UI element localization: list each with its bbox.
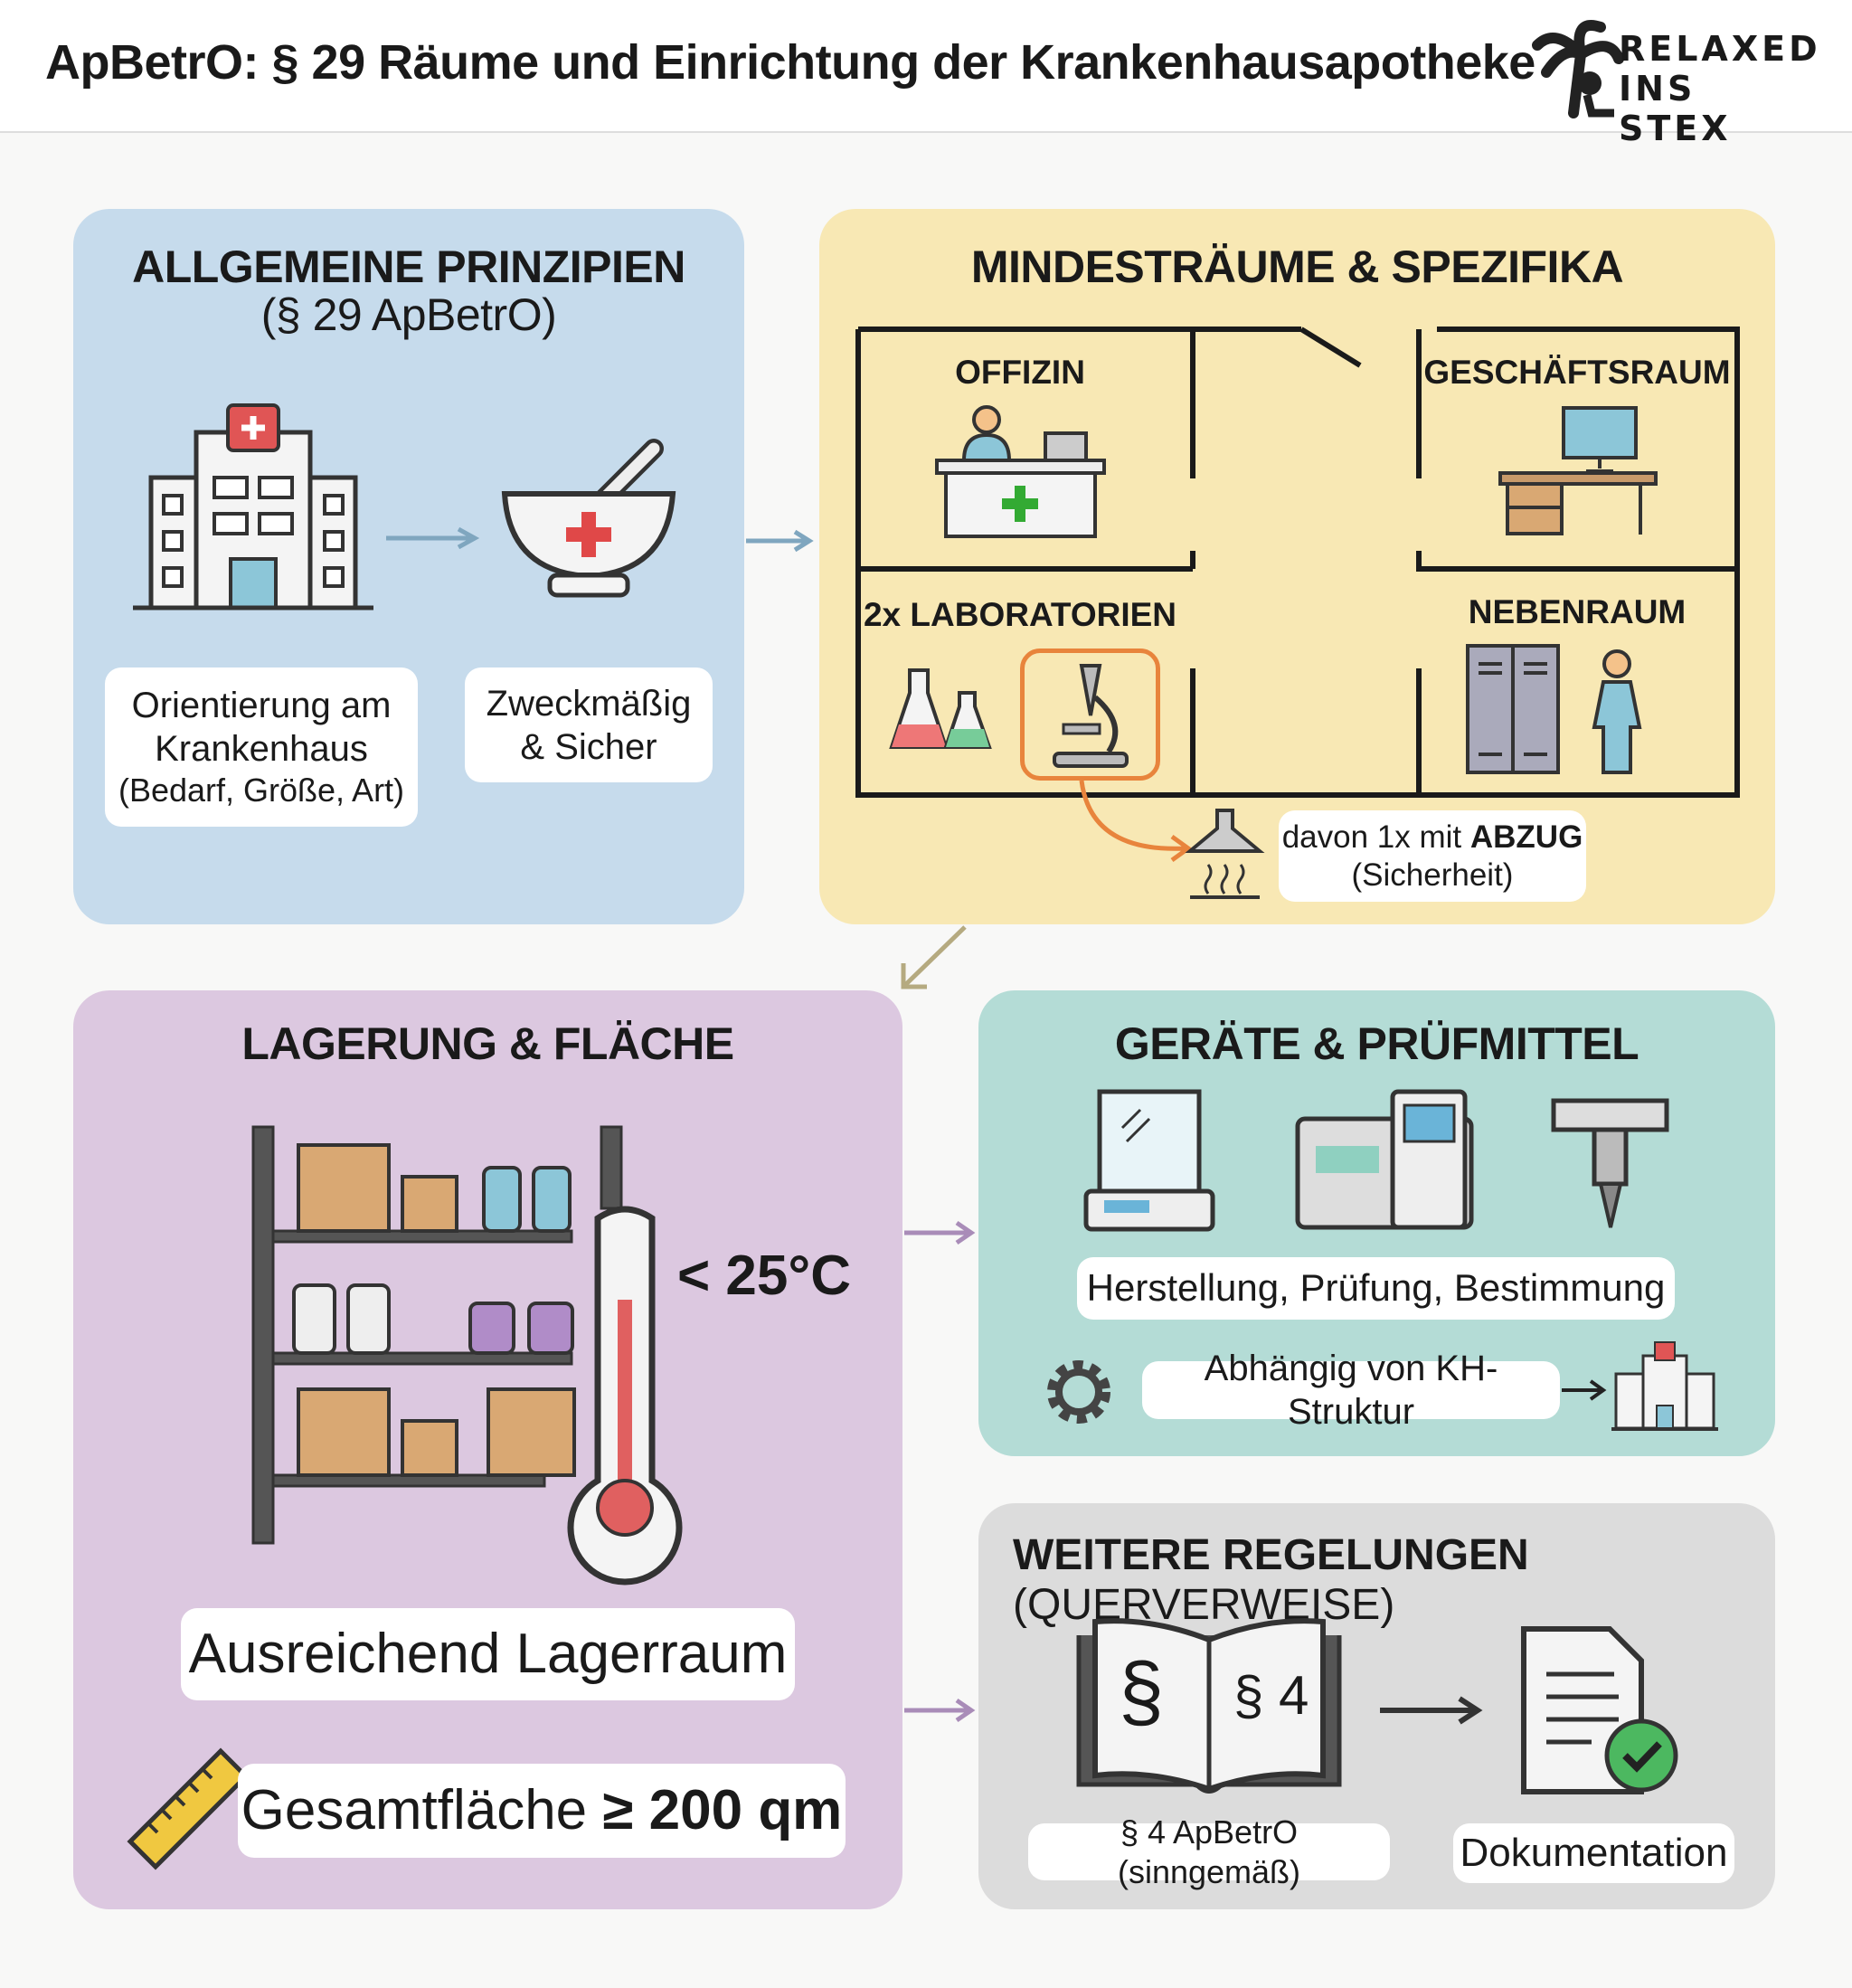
note-bold: ABZUG	[1469, 819, 1583, 855]
room-label-offizin: OFFIZIN	[955, 354, 1085, 391]
ruler-icon	[127, 1747, 250, 1870]
analytical-balance-icon	[1083, 1089, 1215, 1232]
label-storage-space: Ausreichend Lagerraum	[181, 1608, 795, 1700]
label-dependent-structure: Abhängig von KH-Struktur	[1142, 1349, 1560, 1432]
title-bold: WEITERE REGELUNGEN	[1013, 1531, 1529, 1579]
arrow-right-icon	[904, 1698, 976, 1723]
header: ApBetrO: § 29 Räume und Einrichtung der …	[0, 0, 1852, 148]
room-label-laboratorien: 2x LABORATORIEN	[863, 596, 1177, 633]
panel-minimum-rooms: MINDESTRÄUME & SPEZIFIKA OFFIZIN GESCHÄF…	[819, 209, 1775, 924]
locker-staff-icon	[1466, 644, 1642, 774]
label-line: Orientierung am	[131, 686, 392, 726]
arrow-diagonal-icon	[901, 925, 967, 989]
lab-flasks-icon	[889, 668, 992, 749]
office-desk-icon	[1498, 406, 1658, 535]
panel-title: WEITERE REGELUNGEN (QUERVERWEISE)	[1013, 1530, 1775, 1630]
panel-subtitle: (§ 29 ApBetrO)	[260, 289, 557, 340]
book-left-text: §	[1119, 1647, 1165, 1737]
document-check-icon	[1521, 1626, 1678, 1794]
label-line: (Bedarf, Größe, Art)	[118, 772, 405, 809]
curved-arrow-icon	[1079, 780, 1193, 863]
drill-tool-icon	[1551, 1098, 1669, 1228]
label-line: Zweckmäßig	[486, 683, 692, 724]
label-documentation: Dokumentation	[1453, 1823, 1734, 1883]
label-total-area: Gesamtfläche ≥ 200 qm	[238, 1764, 846, 1858]
logo-text-1: RELAXED	[1619, 29, 1821, 69]
panel-title: ALLGEMEINE PRINZIPIEN	[132, 241, 685, 292]
panel-general-principles: ALLGEMEINE PRINZIPIEN (§ 29 ApBetrO) Ori…	[73, 209, 744, 924]
label-purposeful-safe: Zweckmäßig& Sicher	[465, 667, 713, 782]
fume-hood-icon	[1185, 809, 1265, 899]
arrow-right-icon	[386, 526, 480, 550]
temperature-limit: < 25°C	[677, 1245, 851, 1307]
hospital-building-icon	[1611, 1341, 1718, 1431]
room-label-geschaeftsraum: GESCHÄFTSRAUM	[1423, 354, 1731, 391]
label-manufacturing-testing: Herstellung, Prüfung, Bestimmung	[1077, 1257, 1675, 1320]
panel-title: LAGERUNG & FLÄCHE	[241, 1018, 734, 1069]
label-line: Krankenhaus	[155, 729, 368, 770]
pharmacy-counter-icon	[935, 405, 1106, 538]
gear-icon	[1047, 1360, 1110, 1424]
panel-further-regulations: WEITERE REGELUNGEN (QUERVERWEISE) § § 4 …	[978, 1503, 1775, 1909]
area-prefix: Gesamtfläche	[241, 1779, 603, 1841]
arrow-right-icon	[746, 529, 814, 553]
arrow-right-icon	[1380, 1696, 1483, 1725]
mortar-pestle-icon	[501, 439, 676, 598]
storage-shelf-icon	[251, 1125, 623, 1545]
label-line: & Sicher	[520, 726, 657, 767]
hplc-analyzer-icon	[1295, 1089, 1474, 1230]
area-value: ≥ 200 qm	[602, 1779, 843, 1841]
palm-tree-icon	[1532, 20, 1624, 118]
title-rest: (QUERVERWEISE)	[1013, 1581, 1395, 1629]
microscope-highlight	[1020, 648, 1160, 781]
arrow-right-icon	[1562, 1379, 1607, 1401]
logo-text-2: INS STEX	[1619, 69, 1732, 148]
note-fume-hood: davon 1x mit ABZUG (Sicherheit)	[1279, 810, 1586, 902]
floor-plan	[855, 327, 1740, 798]
thermometer-icon	[567, 1206, 683, 1586]
arrow-right-icon	[904, 1220, 976, 1245]
panel-title: MINDESTRÄUME & SPEZIFIKA	[970, 241, 1624, 292]
open-book-icon	[1076, 1618, 1342, 1794]
panel-storage: LAGERUNG & FLÄCHE < 25°C Ausreichend Lag…	[73, 990, 902, 1909]
note-line2: (Sicherheit)	[1351, 857, 1514, 893]
book-right-text: § 4	[1233, 1665, 1309, 1726]
panel-title: GERÄTE & PRÜFMITTEL	[1114, 1018, 1639, 1069]
room-label-nebenraum: NEBENRAUM	[1468, 593, 1687, 630]
page-title: ApBetrO: § 29 Räume und Einrichtung der …	[45, 35, 1535, 90]
hospital-building-icon	[133, 403, 373, 611]
panel-devices: GERÄTE & PRÜFMITTEL Herstellung, Prüfung…	[978, 990, 1775, 1456]
microscope-icon	[1053, 664, 1129, 768]
label-apbetro-ref: § 4 ApBetrO (sinngemäß)	[1028, 1813, 1390, 1890]
note-text: davon 1x mit	[1281, 819, 1470, 855]
